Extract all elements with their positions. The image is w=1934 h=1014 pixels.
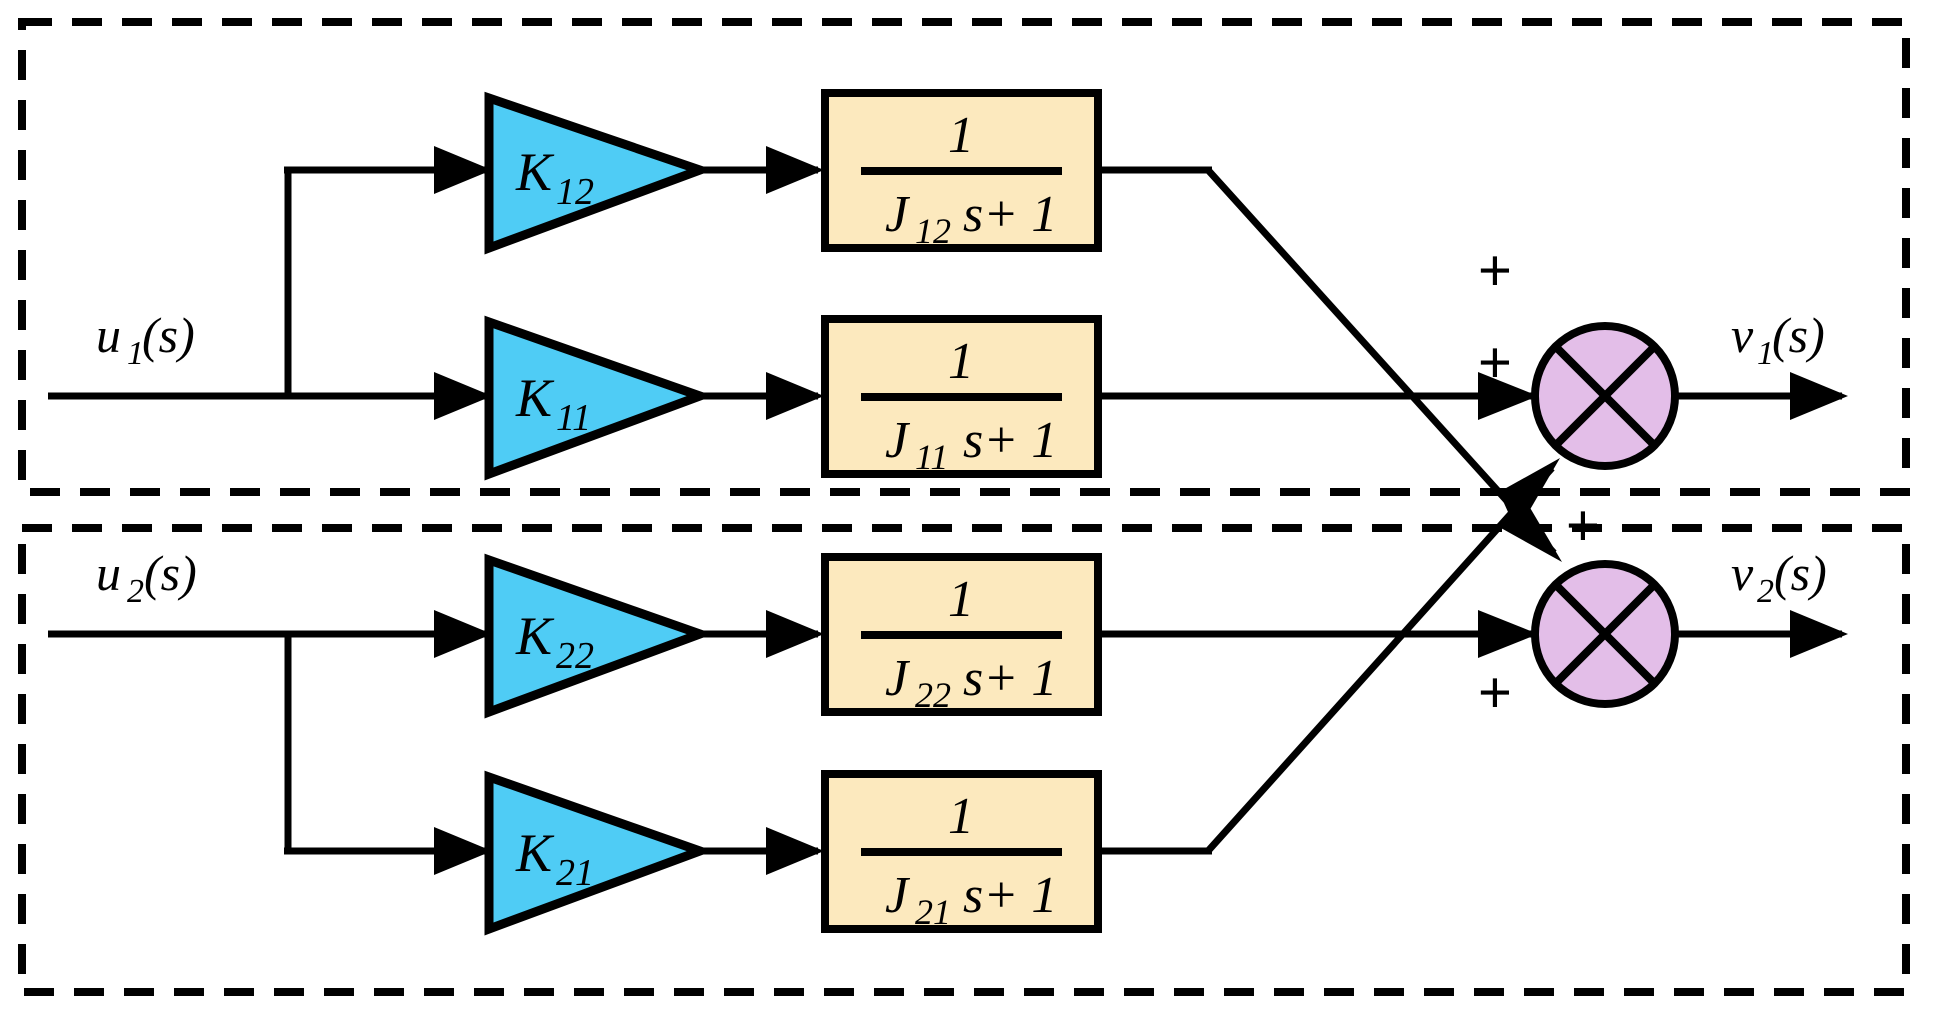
gain-label-k21-subscript: 21: [556, 852, 594, 894]
gain-label-k22-subscript: 22: [556, 635, 594, 677]
transfer-denominator-j12-subscript: 12: [915, 211, 951, 251]
input-label-u1-symbol: u: [96, 307, 121, 363]
arrowhead-to-tf-j11: [766, 372, 824, 420]
arrowhead-to-tf-j22: [766, 610, 824, 658]
arrowhead-to-k11: [434, 372, 492, 420]
summing-junction-2-cross-b: [1552, 581, 1658, 687]
arrowhead-v2-output: [1790, 610, 1848, 658]
wire-j12-diagonal-to-sum2: [1205, 167, 1557, 556]
group-box-bottom: [18, 524, 1910, 996]
input-label-u1-subscript: 1: [127, 335, 144, 372]
gain-block-k12[interactable]: [484, 91, 714, 255]
wire-j21-diagonal-to-sum1: [1205, 465, 1555, 854]
output-label-v2-symbol: v: [1731, 545, 1754, 601]
gain-label-k11-subscript: 11: [556, 397, 591, 439]
sum2-sign-upper: +: [1566, 493, 1600, 558]
arrowhead-to-k12: [434, 146, 492, 194]
gain-label-k12-subscript: 12: [556, 171, 594, 213]
gain-block-k21[interactable]: [484, 770, 714, 936]
input-label-u2-arg: (s): [144, 545, 197, 601]
transfer-denominator-j11-tail: s+ 1: [963, 412, 1057, 469]
input-label-u1-arg: (s): [142, 307, 195, 363]
gain-label-k21-symbol: K: [515, 823, 555, 883]
output-label-v2-arg: (s): [1774, 545, 1827, 601]
arrowhead-v1-output: [1790, 372, 1848, 420]
arrowhead-to-k21: [434, 827, 492, 875]
arrowhead-j11-into-sum1: [1478, 372, 1538, 420]
output-label-v2-subscript: 2: [1757, 573, 1774, 610]
arrowhead-to-k22: [434, 610, 492, 658]
transfer-numerator-j22: 1: [948, 571, 974, 628]
transfer-denominator-j12-tail: s+ 1: [963, 186, 1057, 243]
output-label-v1-symbol: v: [1731, 307, 1754, 363]
transfer-denominator-j22-symbol: J: [885, 650, 911, 707]
summing-junction-1-cross-b: [1552, 343, 1658, 449]
gain-label-k11-symbol: K: [515, 368, 555, 428]
gain-block-k22[interactable]: [484, 553, 714, 719]
arrowhead-j22-into-sum2: [1478, 610, 1538, 658]
transfer-denominator-j11-symbol: J: [885, 412, 911, 469]
transfer-denominator-j11-subscript: 11: [915, 437, 948, 477]
transfer-numerator-j21: 1: [948, 788, 974, 845]
gain-label-k12-symbol: K: [515, 142, 555, 202]
transfer-denominator-j21-tail: s+ 1: [963, 867, 1057, 924]
transfer-numerator-j11: 1: [948, 333, 974, 390]
transfer-denominator-j21-symbol: J: [885, 867, 911, 924]
input-label-u2-symbol: u: [96, 545, 121, 601]
sum1-sign-upper: +: [1478, 238, 1512, 303]
arrowhead-to-tf-j12: [766, 146, 824, 194]
gain-label-k22-symbol: K: [515, 606, 555, 666]
transfer-numerator-j12: 1: [948, 107, 974, 164]
gain-block-k11[interactable]: [484, 315, 714, 481]
arrowhead-j21-into-sum1: [1499, 458, 1560, 532]
input-label-u2-subscript: 2: [127, 573, 144, 610]
sum2-sign-lower: +: [1478, 660, 1512, 725]
arrowhead-to-tf-j21: [766, 827, 824, 875]
transfer-denominator-j21-subscript: 21: [915, 892, 951, 932]
transfer-denominator-j22-tail: s+ 1: [963, 650, 1057, 707]
transfer-denominator-j22-subscript: 22: [915, 675, 951, 715]
group-box-top: [18, 18, 1910, 496]
sum1-sign-lower: +: [1478, 330, 1512, 395]
output-label-v1-subscript: 1: [1757, 335, 1774, 372]
output-label-v1-arg: (s): [1772, 307, 1825, 363]
transfer-denominator-j12-symbol: J: [885, 186, 911, 243]
